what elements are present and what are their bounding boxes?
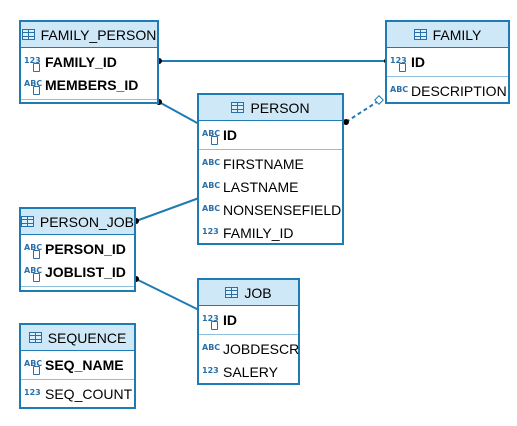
entity-header: PERSON_JOB <box>21 209 134 235</box>
attribute-row: ABC MEMBERS_ID <box>21 73 157 96</box>
attribute-row: 123 SALERY <box>199 360 298 383</box>
attribute-row: 123 FAMILY_ID <box>199 221 342 244</box>
entity-family-person[interactable]: FAMILY_PERSON 123 FAMILY_ID ABC MEMBERS_… <box>19 20 159 104</box>
attribute-name: SEQ_COUNT <box>45 385 133 402</box>
attribute-name: DESCRIPTION <box>411 82 507 99</box>
primary-key-section: 123 FAMILY_ID ABC MEMBERS_ID <box>21 48 157 100</box>
relation-person-family <box>345 99 381 123</box>
entity-title: SEQUENCE <box>47 329 127 346</box>
attribute-row: 123 SEQ_COUNT <box>21 382 134 405</box>
relation-end-diamond <box>374 95 384 105</box>
attribute-name: JOBLIST_ID <box>45 263 126 280</box>
table-icon <box>231 102 245 113</box>
attribute-name: JOBDESCR <box>223 340 300 357</box>
entity-family[interactable]: FAMILY 123 ID ABC DESCRIPTION <box>385 20 510 104</box>
attribute-row: ABC LASTNAME <box>199 175 342 198</box>
table-icon <box>28 332 42 343</box>
table-icon <box>21 29 35 40</box>
attribute-section: ABC FIRSTNAME ABC LASTNAME ABC NONSENSEF… <box>199 150 342 247</box>
relation-person-job-job <box>135 278 200 311</box>
text-type-icon: ABC <box>390 84 409 94</box>
table-icon <box>21 216 34 227</box>
attribute-name: FAMILY_ID <box>45 53 117 70</box>
text-key-icon: ABC <box>24 358 43 375</box>
attribute-row: 123 ID <box>387 50 508 73</box>
attribute-row: ABC DESCRIPTION <box>387 79 508 102</box>
text-key-icon: ABC <box>24 242 43 259</box>
entity-person[interactable]: PERSON ABC ID ABC FIRSTNAME ABC LASTNAME… <box>197 93 344 245</box>
attribute-section: ABC DESCRIPTION <box>387 77 508 105</box>
attribute-row: ABC JOBLIST_ID <box>21 260 134 283</box>
primary-key-section: ABC SEQ_NAME <box>21 351 134 380</box>
attribute-name: MEMBERS_ID <box>45 76 139 93</box>
text-type-icon: ABC <box>202 157 221 167</box>
attribute-name: NONSENSEFIELD <box>223 201 342 218</box>
entity-title: FAMILY <box>432 26 482 43</box>
text-key-icon: ABC <box>24 265 43 282</box>
entity-header: SEQUENCE <box>21 325 134 351</box>
text-type-icon: ABC <box>202 203 221 213</box>
attribute-name: SEQ_NAME <box>45 356 124 373</box>
attribute-row: ABC ID <box>199 123 342 146</box>
primary-key-section: ABC PERSON_ID ABC JOBLIST_ID <box>21 235 134 287</box>
text-key-icon: ABC <box>24 78 43 95</box>
entity-sequence[interactable]: SEQUENCE ABC SEQ_NAME 123 SEQ_COUNT <box>19 323 136 409</box>
text-key-icon: ABC <box>202 128 221 145</box>
numeric-type-icon: 123 <box>202 226 219 236</box>
numeric-type-icon: 123 <box>202 365 219 375</box>
numeric-key-icon: 123 <box>202 313 219 330</box>
attribute-row: ABC SEQ_NAME <box>21 353 134 376</box>
attribute-row: ABC NONSENSEFIELD <box>199 198 342 221</box>
entity-title: JOB <box>244 284 272 301</box>
entity-title: PERSON <box>250 99 310 116</box>
entity-header: PERSON <box>199 95 342 121</box>
attribute-row: ABC FIRSTNAME <box>199 152 342 175</box>
attribute-name: ID <box>223 311 237 328</box>
attribute-row: ABC PERSON_ID <box>21 237 134 260</box>
entity-title: PERSON_JOB <box>39 213 134 230</box>
attribute-name: ID <box>411 53 425 70</box>
attribute-name: FAMILY_ID <box>223 224 294 241</box>
text-type-icon: ABC <box>202 342 221 352</box>
entity-title: FAMILY_PERSON <box>40 26 157 43</box>
text-type-icon: ABC <box>202 180 221 190</box>
table-icon <box>413 29 427 40</box>
attribute-section: 123 SEQ_COUNT <box>21 380 134 408</box>
primary-key-section: ABC ID <box>199 121 342 150</box>
numeric-type-icon: 123 <box>24 387 41 397</box>
entity-header: JOB <box>199 280 298 306</box>
entity-header: FAMILY <box>387 22 508 48</box>
numeric-key-icon: 123 <box>24 55 41 72</box>
attribute-name: ID <box>223 126 237 143</box>
primary-key-section: 123 ID <box>387 48 508 77</box>
entity-header: FAMILY_PERSON <box>21 22 157 48</box>
attribute-section: ABC JOBDESCR 123 SALERY <box>199 335 300 386</box>
primary-key-section: 123 ID <box>199 306 298 335</box>
attribute-name: FIRSTNAME <box>223 155 304 172</box>
relation-end-dot <box>343 119 349 125</box>
attribute-row: ABC JOBDESCR <box>199 337 300 360</box>
relation-person-job-person <box>135 197 200 222</box>
attribute-name: PERSON_ID <box>45 240 126 257</box>
attribute-row: 123 FAMILY_ID <box>21 50 157 73</box>
table-icon <box>225 287 239 298</box>
attribute-name: LASTNAME <box>223 178 299 195</box>
attribute-name: SALERY <box>223 363 278 380</box>
entity-person-job[interactable]: PERSON_JOB ABC PERSON_ID ABC JOBLIST_ID <box>19 207 136 292</box>
relation-family-person-person <box>158 101 200 125</box>
entity-job[interactable]: JOB 123 ID ABC JOBDESCR 123 SALERY <box>197 278 300 385</box>
attribute-row: 123 ID <box>199 308 298 331</box>
numeric-key-icon: 123 <box>390 55 407 72</box>
